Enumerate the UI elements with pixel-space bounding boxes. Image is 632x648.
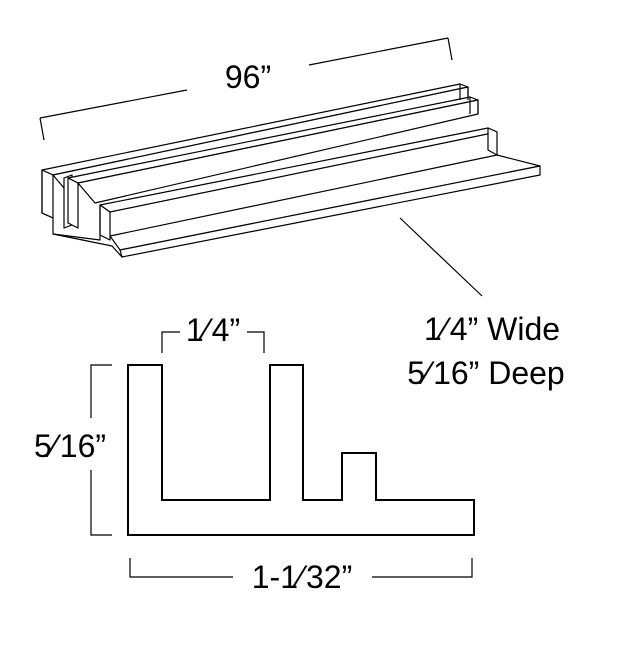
- end-profile: [41, 170, 101, 241]
- profile-width-dimension: [129, 558, 473, 578]
- height-dimension: [90, 364, 112, 536]
- length-dimension: [39, 37, 453, 141]
- spec-width-label: 1⁄ 4” Wide: [424, 311, 560, 347]
- track-3d-view: [41, 83, 541, 258]
- profile-width-label: 1-1⁄ 32”: [252, 559, 353, 595]
- length-label: 96”: [225, 59, 271, 95]
- rear-wall-face: [41, 169, 54, 219]
- leader-line: [399, 217, 483, 297]
- base-flange-edge: [119, 165, 541, 258]
- channel-width-dimension: [161, 331, 265, 353]
- track-profile: [127, 364, 475, 536]
- front-lip-face: [99, 204, 111, 241]
- front-lip-end: [487, 127, 498, 156]
- middle-wall-face: [67, 177, 79, 229]
- channel-width-label: 1⁄ 4”: [186, 312, 240, 348]
- spec-depth-label: 5⁄ 16” Deep: [407, 355, 564, 391]
- height-label: 5⁄ 16”: [34, 428, 106, 464]
